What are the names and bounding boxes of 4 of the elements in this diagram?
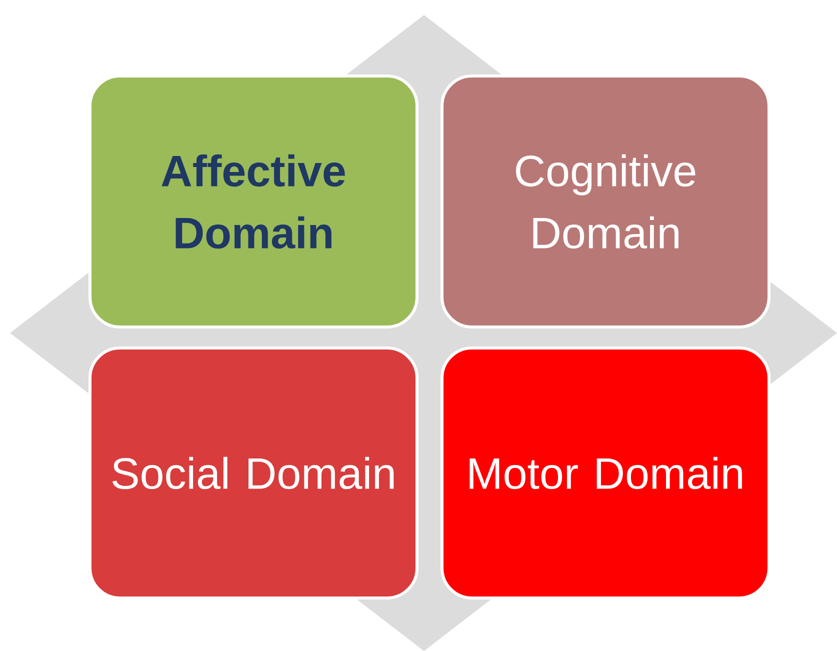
domain-box: Motor Domain [440,346,770,600]
domain-box: Affective Domain [88,74,418,328]
domain-box: Cognitive Domain [440,74,770,328]
domain-box: Social Domain [88,346,418,600]
